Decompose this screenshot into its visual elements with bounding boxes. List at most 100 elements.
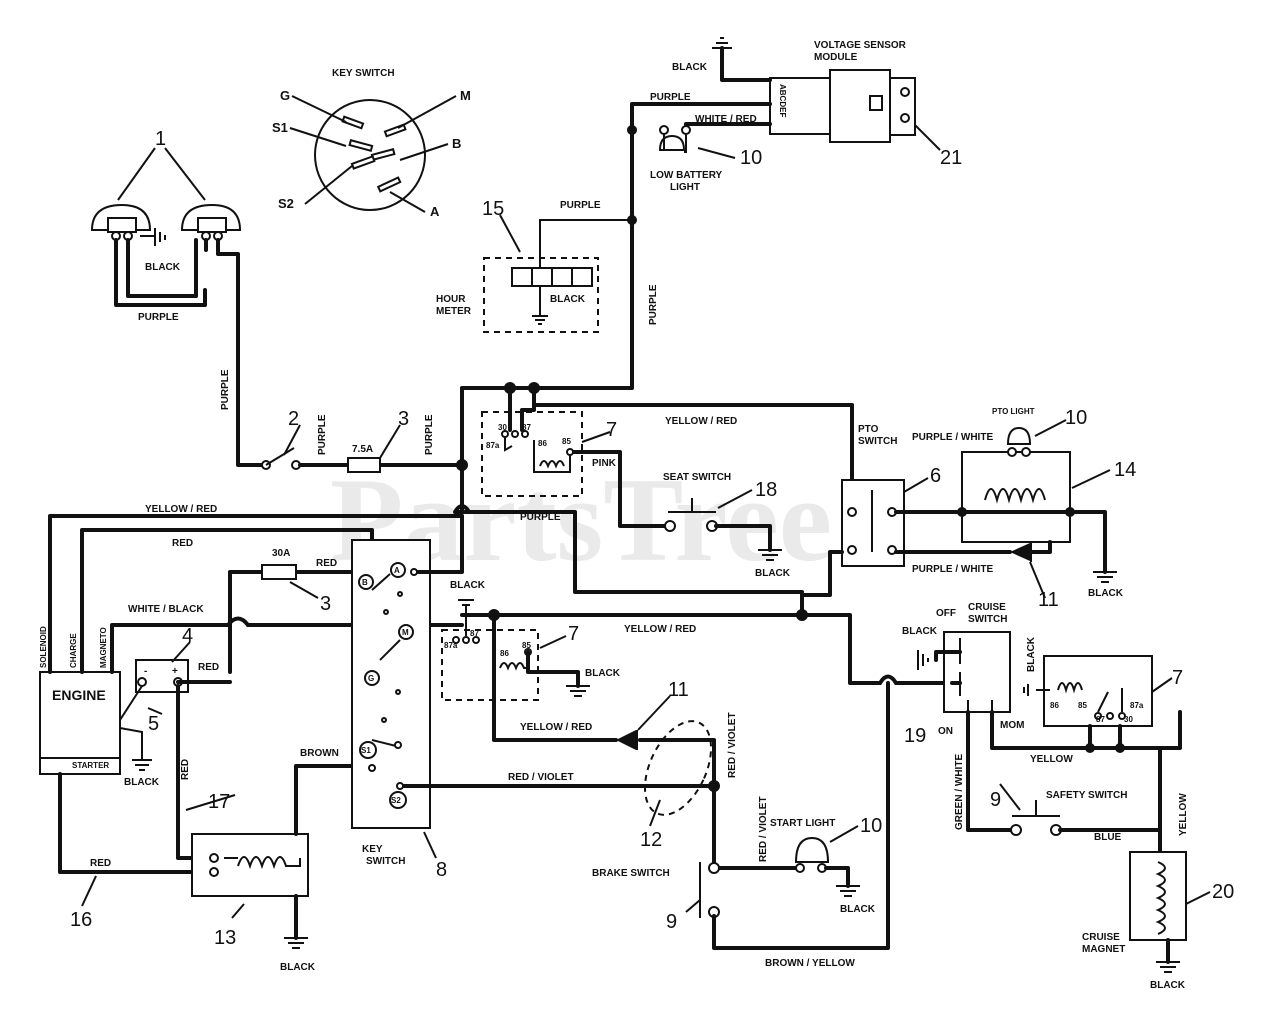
label-starter: STARTER bbox=[72, 761, 109, 770]
relay-mid-pin-87a: 87a bbox=[444, 641, 458, 650]
callout-20: 20 bbox=[1212, 881, 1234, 903]
label-yellow-red-top: YELLOW / RED bbox=[665, 416, 737, 427]
relay-mid bbox=[441, 629, 539, 701]
label-seat-black: BLACK bbox=[755, 568, 791, 579]
label-hour-black: BLACK bbox=[550, 294, 586, 305]
cruise-magnet bbox=[1129, 851, 1187, 941]
label-black-engine: BLACK bbox=[124, 777, 160, 788]
label-low-battery-1: LOW BATTERY bbox=[650, 170, 723, 181]
label-purple-vertical: PURPLE bbox=[220, 369, 231, 410]
callout-7b: 7 bbox=[568, 623, 579, 645]
label-start-black: BLACK bbox=[840, 904, 876, 915]
label-abcdef: ABCDEF bbox=[778, 84, 787, 117]
label-purple-mid: PURPLE bbox=[520, 512, 561, 523]
callout-10a: 10 bbox=[740, 147, 762, 169]
label-key-g: G bbox=[280, 88, 290, 103]
label-black-bottom: BLACK bbox=[280, 962, 316, 973]
label-purple-top: PURPLE bbox=[650, 92, 691, 103]
label-purple-hour: PURPLE bbox=[560, 200, 601, 211]
label-red-fuse: RED bbox=[316, 558, 337, 569]
label-purple-3: PURPLE bbox=[424, 414, 435, 455]
label-cruise-magnet-2: MAGNET bbox=[1082, 944, 1125, 955]
callout-3b: 3 bbox=[320, 593, 331, 615]
label-yellow-v: YELLOW bbox=[1178, 793, 1189, 836]
callout-8: 8 bbox=[436, 859, 447, 881]
label-purple-lights: PURPLE bbox=[138, 312, 179, 323]
pto-clutch bbox=[961, 451, 1071, 543]
label-magneto: MAGNETO bbox=[99, 627, 108, 668]
label-purple-2: PURPLE bbox=[317, 414, 328, 455]
key-terminal-g: G bbox=[368, 674, 374, 683]
label-cruise-1: CRUISE bbox=[968, 602, 1006, 613]
label-brake-switch: BRAKE SWITCH bbox=[592, 868, 670, 879]
label-red-vertical: RED bbox=[180, 759, 191, 780]
label-pto-2: SWITCH bbox=[858, 436, 897, 447]
callout-19: 19 bbox=[904, 725, 926, 747]
label-cruise-magnet-1: CRUISE bbox=[1082, 932, 1120, 943]
label-black-relay2a: BLACK bbox=[450, 580, 486, 591]
label-start-light: START LIGHT bbox=[770, 818, 835, 829]
relay-mid-pin-87: 87 bbox=[470, 629, 479, 638]
callout-7c: 7 bbox=[1172, 667, 1183, 689]
relay-right-pin-85: 85 bbox=[1078, 701, 1087, 710]
label-yellow-red-brake: YELLOW / RED bbox=[520, 722, 592, 733]
label-key-switch: KEY SWITCH bbox=[332, 68, 395, 79]
label-engine: ENGINE bbox=[52, 687, 106, 703]
fuse-7-5a bbox=[347, 457, 381, 473]
label-green-white: GREEN / WHITE bbox=[954, 754, 965, 830]
label-yellow-red-left: YELLOW / RED bbox=[145, 504, 217, 515]
label-pto-black: BLACK bbox=[1088, 588, 1124, 599]
engine bbox=[39, 671, 121, 759]
key-terminal-a: A bbox=[394, 566, 400, 575]
label-black-lights: BLACK bbox=[145, 262, 181, 273]
label-key-switch-2a: KEY bbox=[362, 844, 383, 855]
label-seat-switch: SEAT SWITCH bbox=[663, 472, 731, 483]
voltage-sensor-module bbox=[769, 69, 916, 143]
fuse-30a bbox=[261, 564, 297, 580]
label-charge: CHARGE bbox=[69, 633, 78, 668]
label-brown-yellow: BROWN / YELLOW bbox=[765, 958, 855, 969]
label-purple-right: PURPLE bbox=[648, 284, 659, 325]
callout-16: 16 bbox=[70, 909, 92, 931]
label-red-16: RED bbox=[90, 858, 111, 869]
label-key-s2: S2 bbox=[278, 196, 294, 211]
relay-right-pin-87a: 87a bbox=[1130, 701, 1144, 710]
headlights bbox=[90, 203, 242, 241]
callout-11b: 11 bbox=[1038, 589, 1059, 611]
label-blue: BLUE bbox=[1094, 832, 1122, 843]
callout-2: 2 bbox=[288, 408, 299, 430]
callout-13: 13 bbox=[214, 927, 236, 949]
callout-6: 6 bbox=[930, 465, 941, 487]
callout-21: 21 bbox=[940, 147, 962, 169]
label-fuse-30: 30A bbox=[272, 548, 290, 559]
label-solenoid: SOLENOID bbox=[39, 626, 48, 668]
label-mom: MOM bbox=[1000, 720, 1024, 731]
label-key-switch-2b: SWITCH bbox=[366, 856, 405, 867]
label-red-violet-v1: RED / VIOLET bbox=[727, 712, 738, 778]
label-low-battery-2: LIGHT bbox=[670, 182, 700, 193]
label-purple-white-1: PURPLE / WHITE bbox=[912, 432, 993, 443]
callout-17: 17 bbox=[208, 791, 230, 813]
cruise-switch bbox=[943, 631, 1011, 713]
label-cruise-black: BLACK bbox=[902, 626, 938, 637]
key-switch-face bbox=[314, 99, 426, 211]
label-yellow-cruise: YELLOW bbox=[1030, 754, 1073, 765]
callout-7a: 7 bbox=[606, 419, 617, 441]
label-fuse-75: 7.5A bbox=[352, 444, 373, 455]
relay-right-pin-30: 30 bbox=[1124, 715, 1133, 724]
label-black-top: BLACK bbox=[672, 62, 708, 73]
callout-12: 12 bbox=[640, 829, 662, 851]
rectifier-minus: - bbox=[144, 666, 147, 677]
label-black-relay2b: BLACK bbox=[585, 668, 621, 679]
label-off: OFF bbox=[936, 608, 956, 619]
label-white-black: WHITE / BLACK bbox=[128, 604, 204, 615]
label-pto-light: PTO LIGHT bbox=[992, 407, 1035, 416]
key-terminal-s2: S2 bbox=[391, 796, 401, 805]
label-black-magnet: BLACK bbox=[1150, 980, 1186, 991]
label-white-red: WHITE / RED bbox=[695, 114, 757, 125]
label-red-violet-v2: RED / VIOLET bbox=[758, 796, 769, 862]
label-key-b: B bbox=[452, 136, 461, 151]
label-key-a: A bbox=[430, 204, 440, 219]
